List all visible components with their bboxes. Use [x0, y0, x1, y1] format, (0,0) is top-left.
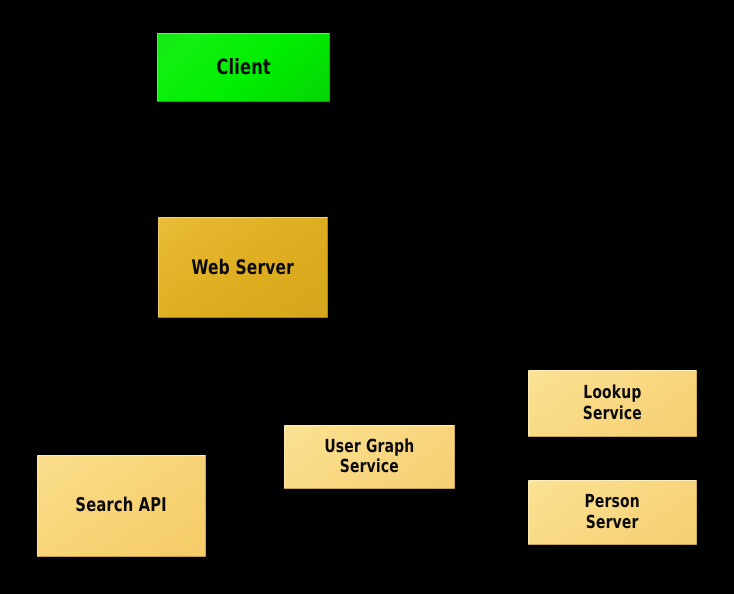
node-lookup-service[interactable]: Lookup Service — [528, 370, 697, 437]
node-search-api[interactable]: Search API — [37, 455, 206, 557]
node-web-server[interactable]: Web Server — [158, 217, 328, 318]
node-user-graph-service-label: User Graph Service — [324, 435, 415, 477]
node-user-graph-service[interactable]: User Graph Service — [284, 425, 455, 489]
node-lookup-service-label: Lookup Service — [582, 382, 643, 424]
node-person-server-label: Person Server — [584, 491, 641, 533]
node-search-api-label: Search API — [75, 494, 168, 517]
node-person-server[interactable]: Person Server — [528, 480, 697, 545]
node-web-server-label: Web Server — [191, 255, 295, 280]
node-client[interactable]: Client — [157, 33, 330, 102]
node-client-label: Client — [216, 54, 271, 79]
